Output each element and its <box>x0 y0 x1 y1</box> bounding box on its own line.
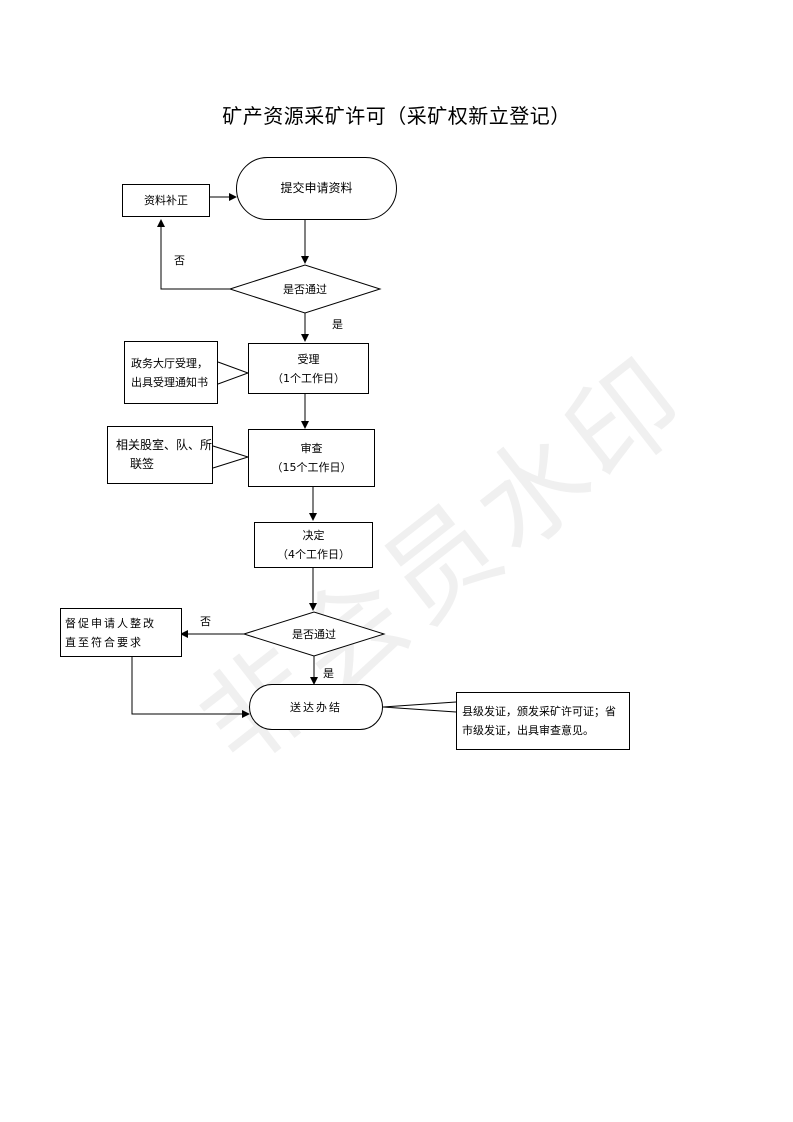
decide-box: 决定 （4个工作日） <box>254 522 373 568</box>
submit-materials-terminal: 提交申请资料 <box>236 157 397 220</box>
deliver-label: 送达办结 <box>290 700 342 714</box>
review-note-line1: 相关股室、队、所 <box>116 438 213 452</box>
check2-label: 是否通过 <box>292 628 336 641</box>
page-title: 矿产资源采矿许可（采矿权新立登记） <box>222 104 571 128</box>
yes-label-2: 是 <box>323 667 334 680</box>
urge-applicant-box: 督促申请人整改 直至符合要求 <box>60 608 182 657</box>
correct-materials-box: 资料补正 <box>122 184 210 217</box>
no-label-1: 否 <box>174 254 185 267</box>
decide-duration: （4个工作日） <box>277 548 350 561</box>
deliver-note-box: 县级发证，颁发采矿许可证；省 市级发证，出具审查意见。 <box>456 692 630 750</box>
decide-title: 决定 <box>302 529 325 542</box>
decision-diamond-2 <box>242 611 386 657</box>
review-title: 审查 <box>300 442 323 455</box>
deliver-note-line1: 县级发证，颁发采矿许可证；省 <box>462 705 616 718</box>
review-box: 审查 （15个工作日） <box>248 429 375 487</box>
no-label-2: 否 <box>200 615 211 628</box>
review-note-line2: 联签 <box>130 457 155 471</box>
accept-note-line2: 出具受理通知书 <box>131 375 208 389</box>
urge-line1: 督促申请人整改 <box>65 616 156 630</box>
review-duration: （15个工作日） <box>271 461 352 474</box>
accept-box: 受理 （1个工作日） <box>248 343 369 394</box>
deliver-terminal: 送达办结 <box>249 684 383 730</box>
decision-diamond-1 <box>228 264 382 314</box>
yes-label-1: 是 <box>332 318 343 331</box>
accept-note-box: 政务大厅受理， 出具受理通知书 <box>124 341 218 404</box>
accept-note-line1: 政务大厅受理， <box>131 356 208 370</box>
urge-line2: 直至符合要求 <box>65 635 143 649</box>
deliver-note-line2: 市级发证，出具审查意见。 <box>462 724 594 737</box>
accept-title: 受理 <box>297 352 320 366</box>
accept-duration: （1个工作日） <box>272 371 345 385</box>
correct-materials-label: 资料补正 <box>144 194 188 207</box>
submit-materials-label: 提交申请资料 <box>280 181 353 195</box>
review-note-box: 相关股室、队、所 联签 <box>107 426 213 484</box>
check1-label: 是否通过 <box>283 283 327 296</box>
